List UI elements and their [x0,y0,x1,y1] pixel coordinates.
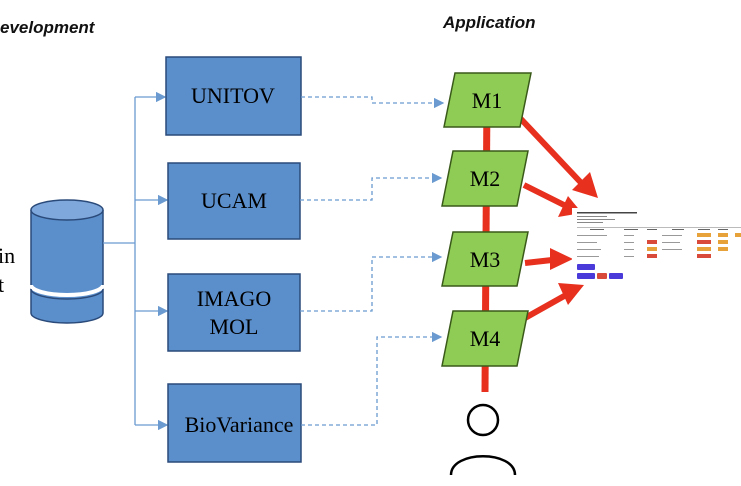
module-label-m2: M2 [470,166,501,191]
module-label-m1: M1 [472,88,503,113]
partner-box-unitov: UNITOV [165,56,302,136]
partner-label-ucam: UCAM [201,188,267,213]
module-m1: M1 [443,72,532,128]
user-icon [449,403,517,476]
partner-box-imago-mol: IMAGO MOL [167,273,301,352]
database-label-line2: t [0,272,4,297]
partner-label-unitov: UNITOV [191,83,275,108]
red-arrows [517,115,589,321]
module-label-m4: M4 [470,326,501,351]
partner-label-imago: IMAGO [197,286,272,311]
partner-box-biovariance: BioVariance [167,383,302,463]
module-m3: M3 [441,231,529,287]
dashed-connectors [300,96,445,426]
module-label-m3: M3 [470,247,501,272]
database-label-line1: in [0,243,15,268]
database-cylinder-icon [29,199,105,324]
module-m2: M2 [441,150,529,207]
partner-box-ucam: UCAM [167,162,301,240]
tree-connectors [103,91,169,431]
development-header: evelopment [0,18,96,37]
application-header: Application [442,13,536,32]
partner-label-biovariance: BioVariance [185,412,294,437]
partner-label-mol: MOL [210,314,259,339]
module-m4: M4 [441,310,529,367]
app-screenshot-thumbnail [572,208,741,284]
